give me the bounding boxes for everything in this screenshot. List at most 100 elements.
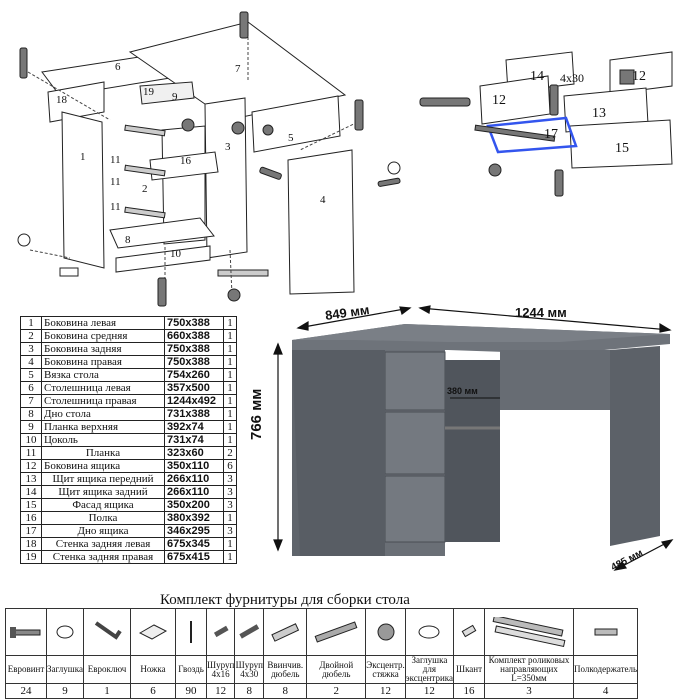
part-quantity: 1 bbox=[223, 355, 237, 369]
hardware-count: 90 bbox=[175, 683, 207, 699]
part-quantity: 1 bbox=[223, 342, 237, 356]
part-number: 15 bbox=[20, 498, 42, 512]
nail-icon bbox=[175, 608, 207, 656]
part-number: 16 bbox=[20, 511, 42, 525]
svg-text:5: 5 bbox=[288, 132, 294, 144]
part-number: 10 bbox=[20, 433, 42, 447]
hardware-label: Гвоздь bbox=[175, 655, 207, 684]
part-dimensions: 380x392 bbox=[164, 511, 224, 525]
svg-text:19: 19 bbox=[143, 86, 155, 98]
svg-text:11: 11 bbox=[110, 176, 121, 188]
part-quantity: 1 bbox=[223, 329, 237, 343]
svg-text:4: 4 bbox=[320, 194, 326, 206]
part-quantity: 3 bbox=[223, 524, 237, 538]
hardware-count: 3 bbox=[484, 683, 575, 699]
part-dimensions: 750x388 bbox=[164, 355, 224, 369]
panel-10 bbox=[115, 245, 211, 273]
cap-icon bbox=[46, 608, 84, 656]
hardware-label: Евровинт bbox=[5, 655, 47, 684]
part-dimensions: 323x60 bbox=[164, 446, 224, 460]
hardware-label: Полкодержатель bbox=[573, 655, 639, 684]
part-name: Боковина левая bbox=[41, 316, 165, 330]
svg-text:17: 17 bbox=[544, 127, 558, 142]
hardware-title: Комплект фурнитуры для сборки стола bbox=[160, 592, 410, 608]
svg-text:4x30: 4x30 bbox=[560, 71, 584, 85]
part-number: 17 bbox=[20, 524, 42, 538]
svg-text:12: 12 bbox=[632, 69, 646, 84]
part-name: Дно стола bbox=[41, 407, 165, 421]
part-number: 6 bbox=[20, 381, 42, 395]
hardware-label: Шуруп 4x30 bbox=[234, 655, 265, 684]
part-quantity: 1 bbox=[223, 537, 237, 551]
part-quantity: 1 bbox=[223, 316, 237, 330]
part-number: 14 bbox=[20, 485, 42, 499]
hardware-count: 8 bbox=[263, 683, 308, 699]
svg-text:10: 10 bbox=[170, 248, 182, 260]
part-name: Щит ящика передний bbox=[41, 472, 165, 486]
hex-key-icon bbox=[83, 608, 131, 656]
part-number: 12 bbox=[20, 459, 42, 473]
part-name: Цоколь bbox=[41, 433, 165, 447]
part-number: 13 bbox=[20, 472, 42, 486]
part-dimensions: 392x74 bbox=[164, 420, 224, 434]
part-name: Щит ящика задний bbox=[41, 485, 165, 499]
hardware-label: Шуруп 4x16 bbox=[205, 655, 236, 684]
screw-dowel-icon bbox=[263, 608, 308, 656]
svg-text:11: 11 bbox=[110, 201, 121, 213]
cam-cap-icon bbox=[404, 608, 455, 656]
part-dimensions: 675x415 bbox=[164, 550, 224, 564]
part-name: Боковина ящика bbox=[41, 459, 165, 473]
dim-width-right: 1244 мм bbox=[515, 305, 567, 320]
svg-text:3: 3 bbox=[225, 141, 231, 153]
part-number: 4 bbox=[20, 355, 42, 369]
svg-text:12: 12 bbox=[492, 93, 506, 108]
hardware-label: Эксцентр. стяжка bbox=[365, 655, 406, 684]
hardware-label: Заглушка для эксцентрика bbox=[404, 655, 455, 684]
hardware-count: 4 bbox=[573, 683, 639, 699]
part-number: 2 bbox=[20, 329, 42, 343]
hardware-count: 6 bbox=[130, 683, 176, 699]
svg-text:18: 18 bbox=[56, 94, 68, 106]
foot-icon bbox=[130, 608, 176, 656]
panel-19 bbox=[139, 81, 195, 105]
part-quantity: 1 bbox=[223, 381, 237, 395]
panel-8 bbox=[109, 217, 215, 249]
part-quantity: 2 bbox=[223, 446, 237, 460]
drawer-facade-15 bbox=[569, 119, 673, 169]
part-quantity: 1 bbox=[223, 550, 237, 564]
eurobolt-icon bbox=[5, 608, 47, 656]
panel-3 bbox=[204, 97, 248, 259]
part-dimensions: 675x345 bbox=[164, 537, 224, 551]
part-name: Стенка задняя правая bbox=[41, 550, 165, 564]
part-number: 18 bbox=[20, 537, 42, 551]
part-name: Боковина средняя bbox=[41, 329, 165, 343]
part-name: Боковина задняя bbox=[41, 342, 165, 356]
part-name: Боковина правая bbox=[41, 355, 165, 369]
part-dimensions: 750x388 bbox=[164, 316, 224, 330]
hardware-label: Заглушка bbox=[46, 655, 84, 684]
part-number: 8 bbox=[20, 407, 42, 421]
panel-5 bbox=[251, 95, 341, 153]
part-dimensions: 660x388 bbox=[164, 329, 224, 343]
shelf-pin-icon bbox=[573, 608, 639, 656]
part-quantity: 3 bbox=[223, 472, 237, 486]
part-number: 9 bbox=[20, 420, 42, 434]
hardware-label: Комплект роликовых направляющих L=350мм bbox=[484, 655, 575, 684]
screw-long-icon bbox=[234, 608, 265, 656]
dim-shelf: 380 мм bbox=[447, 386, 478, 396]
panel-7 bbox=[128, 21, 347, 121]
part-name: Столешница правая bbox=[41, 394, 165, 408]
